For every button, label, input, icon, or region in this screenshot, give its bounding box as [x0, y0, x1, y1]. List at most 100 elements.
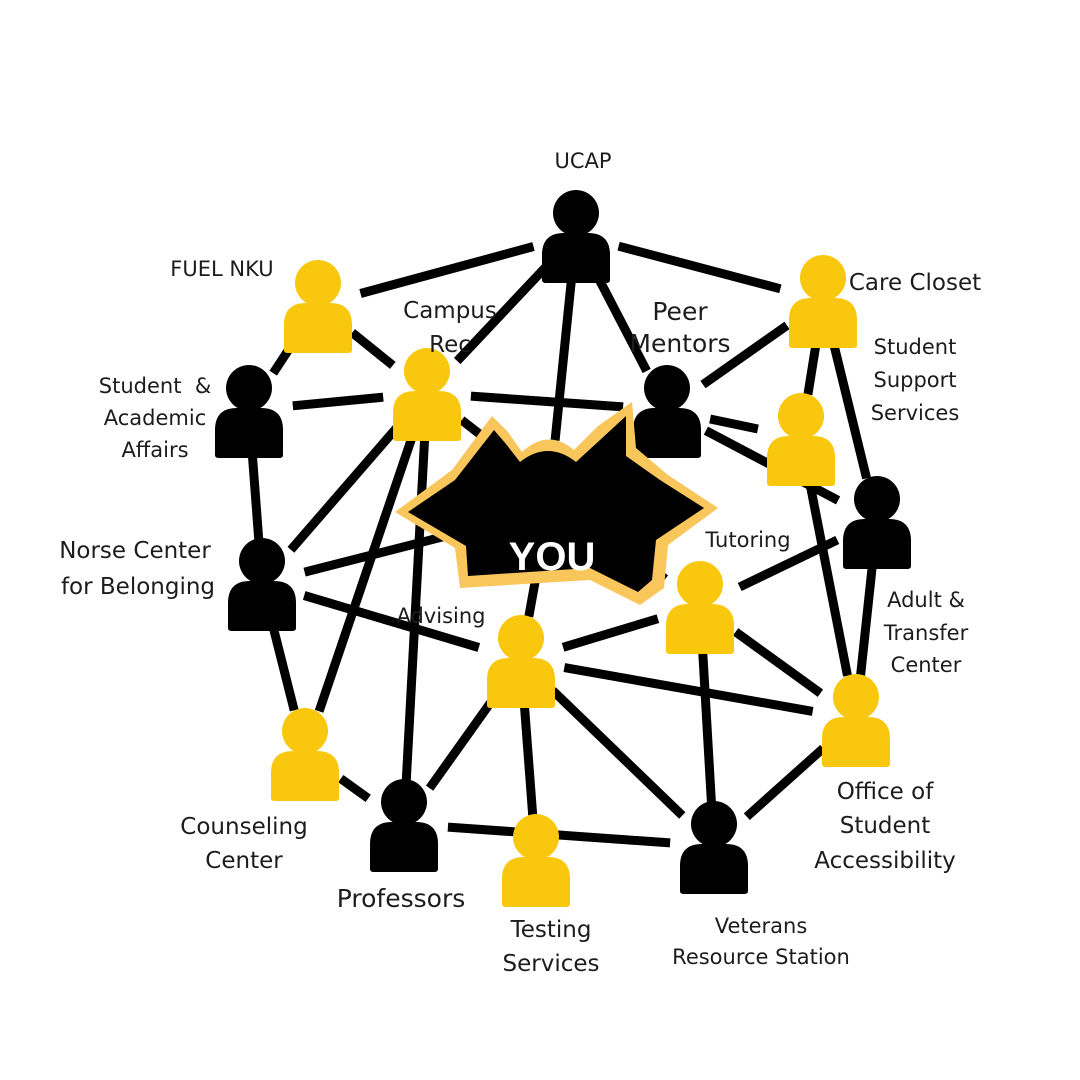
- you-label: YOU: [509, 535, 596, 579]
- node-label-peer-mentors: Peer: [652, 297, 708, 326]
- you-center-figure: YOU: [395, 402, 718, 605]
- node-label-tutoring: Tutoring: [704, 528, 790, 552]
- person-head-icon: [800, 255, 846, 301]
- person-body-icon: [789, 298, 857, 348]
- edge-ucap-campus-rec: [453, 263, 550, 365]
- raised-arms-silhouette-icon: [408, 416, 704, 592]
- edge-care-closet-peer-mentors: [700, 321, 790, 389]
- edge-adult-transfer-accessibility: [856, 564, 877, 676]
- node-label-ucap: UCAP: [554, 149, 611, 173]
- resource-nodes: [215, 190, 911, 907]
- node-label-fuel-nku: FUEL NKU: [170, 257, 273, 281]
- person-head-icon: [404, 348, 450, 394]
- person-head-icon: [381, 779, 427, 825]
- edge-student-academic-affairs-norse-center: [247, 453, 264, 540]
- person-body-icon: [393, 391, 461, 441]
- person-head-icon: [833, 674, 879, 720]
- edge-care-closet-student-support-services: [803, 342, 821, 396]
- edge-tutoring-advising: [561, 614, 660, 652]
- node-label-student-academic-affairs: Student &: [99, 374, 211, 398]
- node-label-professors: Professors: [337, 884, 466, 913]
- person-head-icon: [553, 190, 599, 236]
- person-head-icon: [282, 708, 328, 754]
- person-icon: [271, 708, 339, 801]
- person-head-icon: [644, 365, 690, 411]
- person-body-icon: [502, 857, 570, 907]
- person-body-icon: [767, 436, 835, 486]
- person-body-icon: [633, 408, 701, 458]
- node-label-adult-transfer: Transfer: [883, 621, 969, 645]
- node-label-campus-rec: Campus: [403, 298, 497, 324]
- edge-advising-veterans: [549, 687, 686, 819]
- node-label-adult-transfer: Adult &: [887, 588, 965, 612]
- edge-veterans-accessibility: [743, 744, 827, 821]
- person-body-icon: [215, 408, 283, 458]
- edge-fuel-nku-campus-rec: [349, 329, 396, 369]
- edge-advising-testing: [519, 703, 538, 816]
- edge-ucap-you: [550, 278, 576, 441]
- edge-ucap-fuel-nku: [359, 242, 535, 298]
- edge-ucap-peer-mentors: [592, 271, 651, 374]
- person-icon: [542, 190, 610, 283]
- person-head-icon: [226, 365, 272, 411]
- node-label-accessibility: Student: [840, 813, 931, 839]
- node-label-testing: Testing: [510, 917, 592, 943]
- edge-counseling-professors: [338, 774, 371, 803]
- edge-tutoring-adult-transfer: [737, 535, 840, 592]
- person-body-icon: [284, 303, 352, 353]
- person-icon: [487, 615, 555, 708]
- person-icon: [680, 801, 748, 894]
- person-head-icon: [513, 814, 559, 860]
- person-head-icon: [498, 615, 544, 661]
- edge-campus-rec-peer-mentors: [470, 391, 624, 412]
- person-icon: [215, 365, 283, 458]
- edge-peer-mentors-student-support-services: [709, 414, 759, 434]
- person-icon: [393, 348, 461, 441]
- node-label-veterans: Veterans: [715, 914, 808, 938]
- edge-norse-center-counseling: [268, 624, 299, 712]
- node-label-veterans: Resource Station: [672, 945, 850, 969]
- person-icon: [822, 674, 890, 767]
- edge-ucap-care-closet: [617, 241, 782, 294]
- person-body-icon: [843, 519, 911, 569]
- person-body-icon: [370, 822, 438, 872]
- person-body-icon: [271, 751, 339, 801]
- edge-tutoring-accessibility: [732, 628, 824, 697]
- person-icon: [789, 255, 857, 348]
- node-label-student-support-services: Services: [871, 401, 960, 425]
- person-icon: [370, 779, 438, 872]
- person-icon: [843, 476, 911, 569]
- edge-professors-veterans: [447, 822, 671, 848]
- node-label-counseling: Counseling: [180, 814, 307, 840]
- edge-tutoring-veterans: [698, 649, 716, 803]
- person-head-icon: [239, 538, 285, 584]
- edge-advising-accessibility: [563, 663, 814, 716]
- person-body-icon: [487, 658, 555, 708]
- person-body-icon: [542, 233, 610, 283]
- edge-campus-rec-counseling: [314, 433, 418, 713]
- edge-campus-rec-norse-center: [287, 423, 402, 553]
- node-label-advising: Advising: [396, 604, 485, 628]
- node-label-student-support-services: Support: [873, 368, 956, 392]
- person-body-icon: [666, 604, 734, 654]
- node-label-accessibility: Accessibility: [814, 848, 956, 874]
- edge-advising-professors: [425, 693, 500, 791]
- person-icon: [502, 814, 570, 907]
- node-label-student-academic-affairs: Academic: [104, 406, 207, 430]
- node-label-counseling: Center: [205, 848, 283, 874]
- person-body-icon: [680, 844, 748, 894]
- person-head-icon: [295, 260, 341, 306]
- node-label-norse-center: for Belonging: [61, 574, 215, 600]
- person-body-icon: [228, 581, 296, 631]
- node-label-norse-center: Norse Center: [59, 538, 211, 564]
- person-icon: [666, 561, 734, 654]
- edge-campus-rec-student-academic-affairs: [292, 392, 384, 411]
- node-label-accessibility: Office of: [837, 779, 935, 805]
- person-body-icon: [822, 717, 890, 767]
- edge-norse-center-advising: [302, 591, 481, 652]
- node-label-peer-mentors: Mentors: [629, 329, 730, 358]
- node-label-testing: Services: [503, 951, 600, 977]
- edge-you-advising: [524, 578, 541, 618]
